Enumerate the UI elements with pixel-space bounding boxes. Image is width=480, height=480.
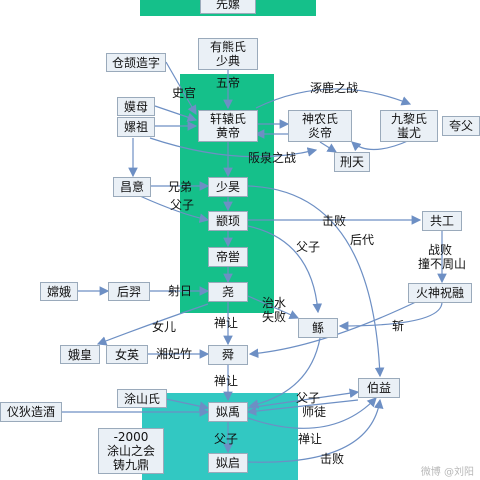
edge-yu-boyi bbox=[247, 388, 360, 409]
edge-shennong-xingtian bbox=[319, 141, 338, 153]
label-shanrang-1: 禅让 bbox=[214, 316, 239, 330]
node-yidi[interactable]: 仪狄造酒 bbox=[0, 402, 62, 422]
node-nvying[interactable]: 女英 bbox=[106, 345, 148, 364]
label-xiangfeizhu: 湘妃竹 bbox=[156, 347, 193, 361]
label-nver: 女儿 bbox=[152, 320, 177, 334]
label-baidu-1: 击败 bbox=[322, 214, 347, 228]
label-baidu-2: 击败 bbox=[320, 452, 345, 466]
node-houyi[interactable]: 后羿 bbox=[108, 282, 150, 301]
node-shaohao[interactable]: 少昊 bbox=[208, 177, 248, 197]
edge-shaohao-boyi bbox=[247, 185, 385, 378]
node-leizu[interactable]: 嫘祖 bbox=[117, 117, 155, 137]
label-houdai: 后代 bbox=[350, 233, 375, 247]
edge-leizu-shennong bbox=[149, 137, 318, 158]
node-top-banner[interactable]: 先嫘 bbox=[200, 0, 256, 14]
node-yao[interactable]: 尧 bbox=[208, 282, 248, 302]
label-fuzi-2: 父子 bbox=[296, 240, 321, 254]
edge-changyi-zhuanxu bbox=[139, 195, 210, 223]
node-tushan-meeting[interactable]: -2000 涂山之会 铸九鼎 bbox=[98, 428, 164, 474]
label-zhishui: 治水 bbox=[262, 296, 287, 310]
label-wudi: 五帝 bbox=[216, 76, 241, 90]
label-banquan: 阪泉之战 bbox=[248, 151, 297, 165]
label-shanrang-2: 禅让 bbox=[214, 374, 239, 388]
edge-yao-ehuang bbox=[96, 303, 209, 346]
node-diku[interactable]: 帝喾 bbox=[208, 247, 248, 267]
node-change[interactable]: 嫦娥 bbox=[40, 282, 78, 301]
node-ehuang[interactable]: 娥皇 bbox=[60, 345, 100, 364]
node-xuanyuan-huangdi[interactable]: 轩辕氏 黄帝 bbox=[198, 110, 258, 142]
label-zhan: 斩 bbox=[392, 319, 405, 333]
label-fuzi-3: 父子 bbox=[296, 391, 321, 405]
label-sheri: 射日 bbox=[168, 284, 193, 298]
node-cangjie[interactable]: 仓颉造字 bbox=[106, 53, 166, 72]
node-gun[interactable]: 鲧 bbox=[298, 318, 338, 338]
node-xingtian[interactable]: 刑天 bbox=[334, 152, 370, 172]
label-shanrang-3: 禅让 bbox=[298, 432, 323, 446]
node-youxiong-shaodian[interactable]: 有熊氏 少典 bbox=[198, 38, 258, 70]
node-zhurong[interactable]: 火神祝融 bbox=[408, 283, 472, 303]
label-zhanbai: 战败 bbox=[428, 243, 453, 257]
node-momu[interactable]: 嫫母 bbox=[117, 97, 155, 116]
edge-zhuanxu-gun bbox=[247, 225, 323, 314]
node-qi[interactable]: 姒启 bbox=[208, 453, 248, 473]
edge-tushan-yu bbox=[165, 398, 210, 411]
edge-gun-yu bbox=[248, 337, 321, 409]
edge-momu-huangdi bbox=[154, 105, 198, 122]
node-boyi[interactable]: 伯益 bbox=[358, 378, 400, 398]
edge-zhurong-gun bbox=[338, 301, 443, 331]
node-shennong-yandi[interactable]: 神农氏 炎帝 bbox=[288, 110, 352, 142]
node-zhuanxu[interactable]: 颛顼 bbox=[208, 211, 248, 231]
node-tushan[interactable]: 涂山氏 bbox=[117, 389, 167, 408]
edge-yao-gun bbox=[247, 295, 300, 320]
edge-kuafu-shennong bbox=[351, 139, 411, 152]
label-zhuolu: 涿鹿之战 bbox=[310, 81, 359, 95]
edge-qi-boyi bbox=[247, 398, 384, 463]
label-shiguan: 史官 bbox=[172, 86, 197, 100]
edge-boyi-yu bbox=[246, 399, 359, 416]
label-fuzi-1: 父子 bbox=[170, 198, 195, 212]
node-shun[interactable]: 舜 bbox=[208, 345, 248, 365]
watermark: 微博 @刘阳 bbox=[420, 467, 474, 478]
label-fuzi-4: 父子 bbox=[214, 432, 239, 446]
label-shibai: 失败 bbox=[262, 310, 287, 324]
node-jiuli-chiyou[interactable]: 九黎氏 蚩尤 bbox=[380, 110, 438, 142]
label-buzhoushan: 撞不周山 bbox=[418, 257, 467, 271]
edge-zhuolu bbox=[255, 88, 412, 109]
node-gonggong[interactable]: 共工 bbox=[422, 211, 462, 231]
node-yu[interactable]: 姒禹 bbox=[208, 402, 248, 422]
edge-cangjie-huangdi bbox=[165, 61, 197, 116]
label-xiongdi: 兄弟 bbox=[168, 180, 193, 194]
node-changyi[interactable]: 昌意 bbox=[113, 177, 151, 197]
label-shitu: 师徒 bbox=[302, 405, 327, 419]
edge-yu-boyi-2 bbox=[247, 397, 377, 429]
node-kuafu[interactable]: 夸父 bbox=[442, 116, 480, 136]
